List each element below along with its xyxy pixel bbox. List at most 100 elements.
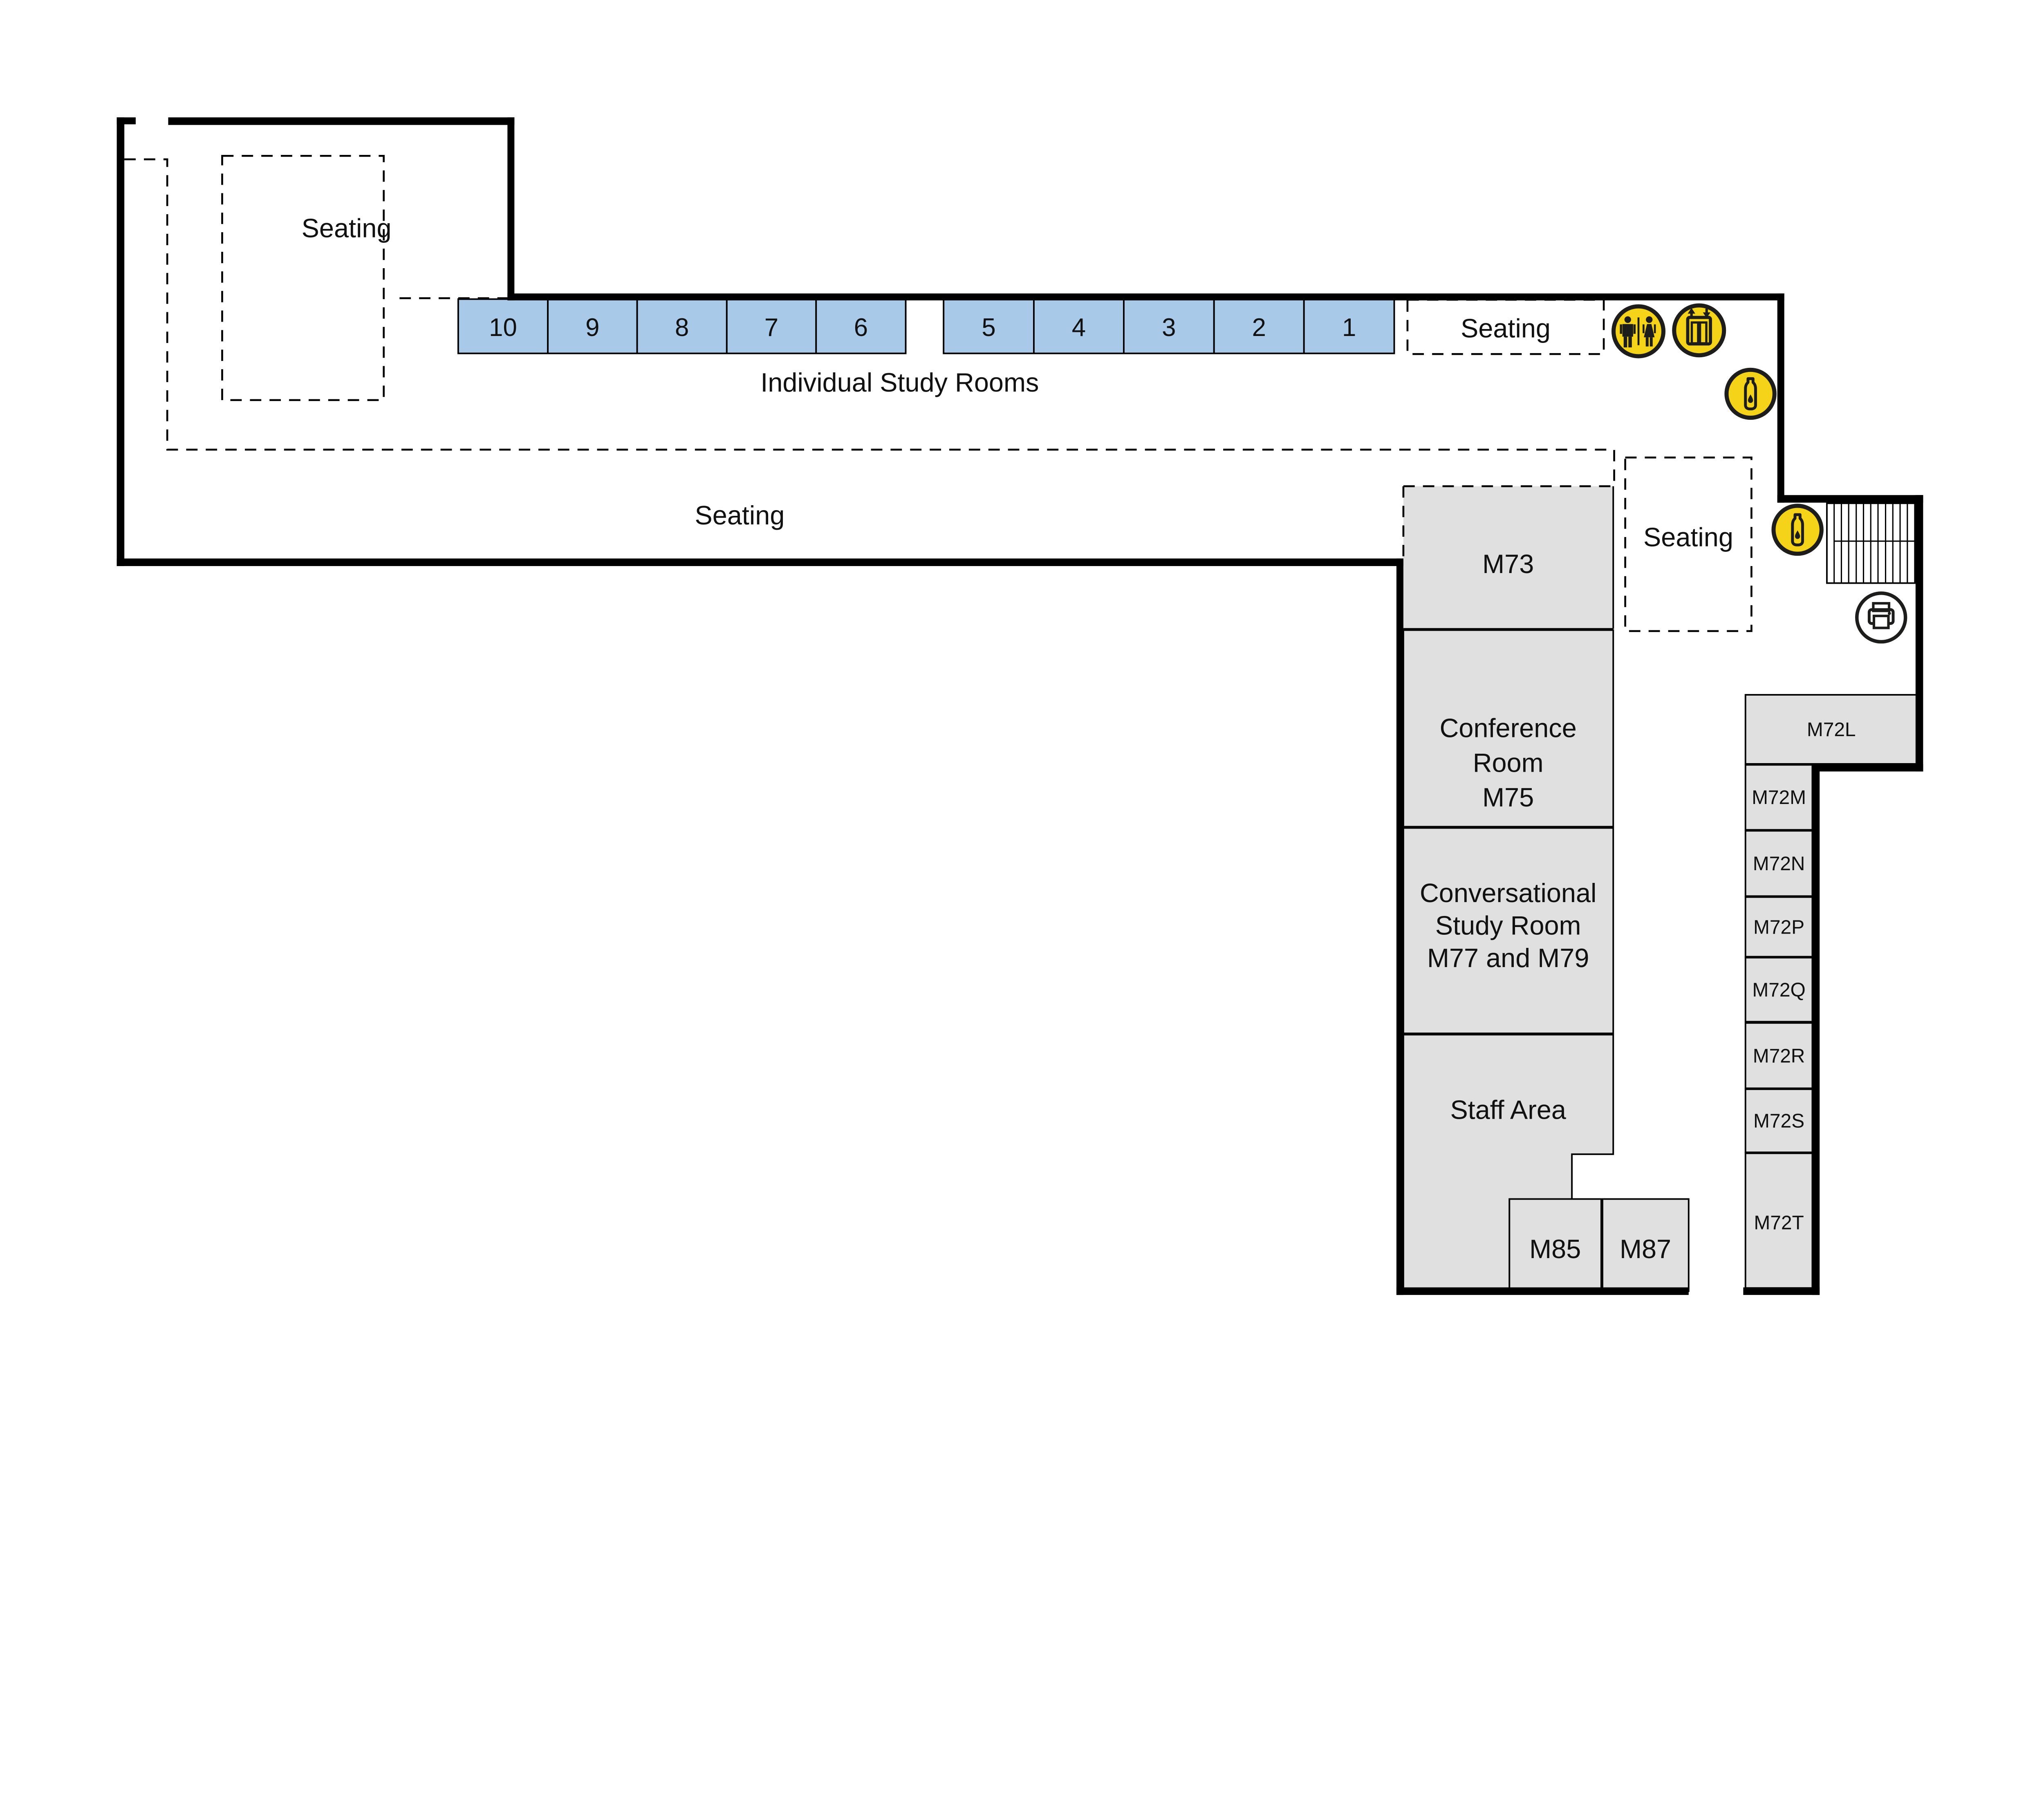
room-m72l bbox=[1744, 694, 1918, 765]
bottle-droplet bbox=[1748, 394, 1753, 403]
room-m77-m79-label-line1: Conversational bbox=[1420, 878, 1596, 908]
room-m72q-label: M72Q bbox=[1752, 979, 1805, 1001]
study-room-4-label: 4 bbox=[1072, 314, 1086, 342]
wall-right-lower bbox=[1812, 764, 1820, 1295]
water-bottle-circle bbox=[1724, 367, 1777, 420]
elevator-door-left bbox=[1690, 321, 1699, 345]
room-m77-m79-label-line3: M77 and M79 bbox=[1427, 943, 1589, 973]
room-m85-label: M85 bbox=[1529, 1234, 1581, 1264]
printer-icon bbox=[1855, 591, 1907, 644]
wall-top-left-stub bbox=[117, 117, 136, 125]
man-figure bbox=[1620, 316, 1636, 347]
wall-bottom-center bbox=[1396, 1287, 1689, 1295]
labels: Seating Seating Seating Seating Individu… bbox=[302, 213, 1856, 1264]
stairs-icon bbox=[1826, 502, 1916, 584]
wall-right bbox=[1915, 495, 1923, 772]
wall-center-column-left bbox=[1396, 558, 1403, 1295]
room-m75-conference bbox=[1402, 629, 1614, 828]
study-room-10 bbox=[457, 298, 549, 354]
floor-plan-canvas: Seating Seating Seating Seating Individu… bbox=[117, 117, 1923, 1295]
wall-above-study-rooms bbox=[507, 293, 1784, 300]
study-room-1 bbox=[1303, 298, 1395, 354]
dashed-boundaries bbox=[124, 155, 1753, 632]
room-m72p bbox=[1744, 896, 1813, 958]
room-m72n-label: M72N bbox=[1753, 853, 1805, 875]
study-room-2-label: 2 bbox=[1252, 314, 1266, 342]
room-m85 bbox=[1508, 1198, 1602, 1292]
room-m73-label: M73 bbox=[1482, 549, 1534, 579]
woman-figure bbox=[1643, 316, 1656, 347]
room-m72s bbox=[1744, 1088, 1813, 1153]
water-bottle-circle bbox=[1771, 504, 1824, 556]
room-m72r bbox=[1744, 1022, 1813, 1089]
study-room-2 bbox=[1213, 298, 1305, 354]
elevator-icon bbox=[1672, 303, 1726, 358]
m72-room-column bbox=[1744, 694, 1918, 1289]
room-m87-label: M87 bbox=[1620, 1234, 1671, 1264]
elevator-up-arrow bbox=[1688, 308, 1695, 314]
wall-topleft-room-right bbox=[507, 117, 515, 300]
study-room-8-label: 8 bbox=[675, 314, 689, 342]
study-room-5-label: 5 bbox=[982, 314, 995, 342]
restroom-divider bbox=[1637, 317, 1640, 345]
study-room-10-label: 10 bbox=[489, 314, 517, 342]
wall-seating-bottom bbox=[117, 558, 1403, 566]
study-room-3 bbox=[1123, 298, 1215, 354]
wall-m72l-bottom-step bbox=[1814, 764, 1923, 772]
open-area-dashed-boundary bbox=[124, 158, 1615, 486]
wall-bottom-right bbox=[1743, 1287, 1820, 1295]
printer-led bbox=[1887, 611, 1891, 615]
room-m87 bbox=[1602, 1198, 1690, 1292]
room-m73-dashed-edges bbox=[1402, 485, 1614, 560]
room-m72s-label: M72S bbox=[1753, 1110, 1804, 1132]
study-room-9-label: 9 bbox=[585, 314, 599, 342]
room-m72n bbox=[1744, 830, 1813, 897]
study-room-4 bbox=[1033, 298, 1125, 354]
staff-area-label: Staff Area bbox=[1450, 1095, 1566, 1124]
room-m72r-label: M72R bbox=[1753, 1045, 1805, 1067]
printer-paper-out bbox=[1872, 614, 1890, 629]
study-room-5 bbox=[943, 298, 1035, 354]
bottle-outline bbox=[1744, 377, 1757, 410]
seating-area-by-m73-outline bbox=[1624, 457, 1753, 632]
room-m72p-label: M72P bbox=[1753, 916, 1804, 938]
seating-label-by-m73: Seating bbox=[1643, 522, 1733, 552]
room-m75-label-line1: Conference bbox=[1440, 713, 1577, 743]
study-room-6 bbox=[815, 298, 907, 354]
stairs-treads bbox=[1833, 503, 1915, 583]
seating-area-top-left-outline bbox=[221, 155, 385, 401]
room-m72l-label: M72L bbox=[1807, 719, 1856, 741]
elevator-down-arrow bbox=[1703, 312, 1711, 318]
study-room-9 bbox=[547, 298, 638, 354]
bottle-outline bbox=[1791, 513, 1804, 546]
wall-right-upper bbox=[1777, 293, 1784, 503]
room-m72m-label: M72M bbox=[1752, 787, 1806, 808]
seating-label-by-study-rooms: Seating bbox=[1461, 313, 1551, 343]
walls bbox=[117, 117, 1923, 1295]
wall-left bbox=[117, 117, 125, 566]
water-bottle-icon bbox=[1724, 367, 1777, 420]
library-floor-plan: Seating Seating Seating Seating Individu… bbox=[117, 117, 1923, 1295]
elevator-door-right bbox=[1699, 321, 1708, 345]
room-m77-m79-conversational bbox=[1402, 827, 1614, 1035]
room-m75-label-line3: M75 bbox=[1482, 782, 1534, 812]
study-room-3-label: 3 bbox=[1162, 314, 1176, 342]
wall-right-wing-top bbox=[1777, 495, 1923, 503]
room-m72m bbox=[1744, 764, 1813, 831]
study-room-7-label: 7 bbox=[764, 314, 778, 342]
room-m72t bbox=[1744, 1152, 1813, 1289]
seating-label-top-left: Seating bbox=[302, 213, 392, 243]
study-room-1-label: 1 bbox=[1342, 314, 1356, 342]
bottle-droplet bbox=[1795, 530, 1800, 539]
room-m75-label-line2: Room bbox=[1473, 748, 1544, 777]
water-bottle-icon bbox=[1771, 504, 1824, 556]
wall-top bbox=[168, 117, 515, 125]
study-room-6-label: 6 bbox=[854, 314, 868, 342]
restroom-icon bbox=[1611, 304, 1666, 358]
room-m72t-label: M72T bbox=[1754, 1212, 1804, 1234]
seating-label-main: Seating bbox=[695, 500, 785, 530]
room-m73 bbox=[1403, 486, 1614, 629]
room-m77-m79-label-line2: Study Room bbox=[1435, 911, 1581, 941]
individual-study-rooms-caption: Individual Study Rooms bbox=[760, 367, 1039, 397]
center-room-column bbox=[1402, 486, 1690, 1292]
